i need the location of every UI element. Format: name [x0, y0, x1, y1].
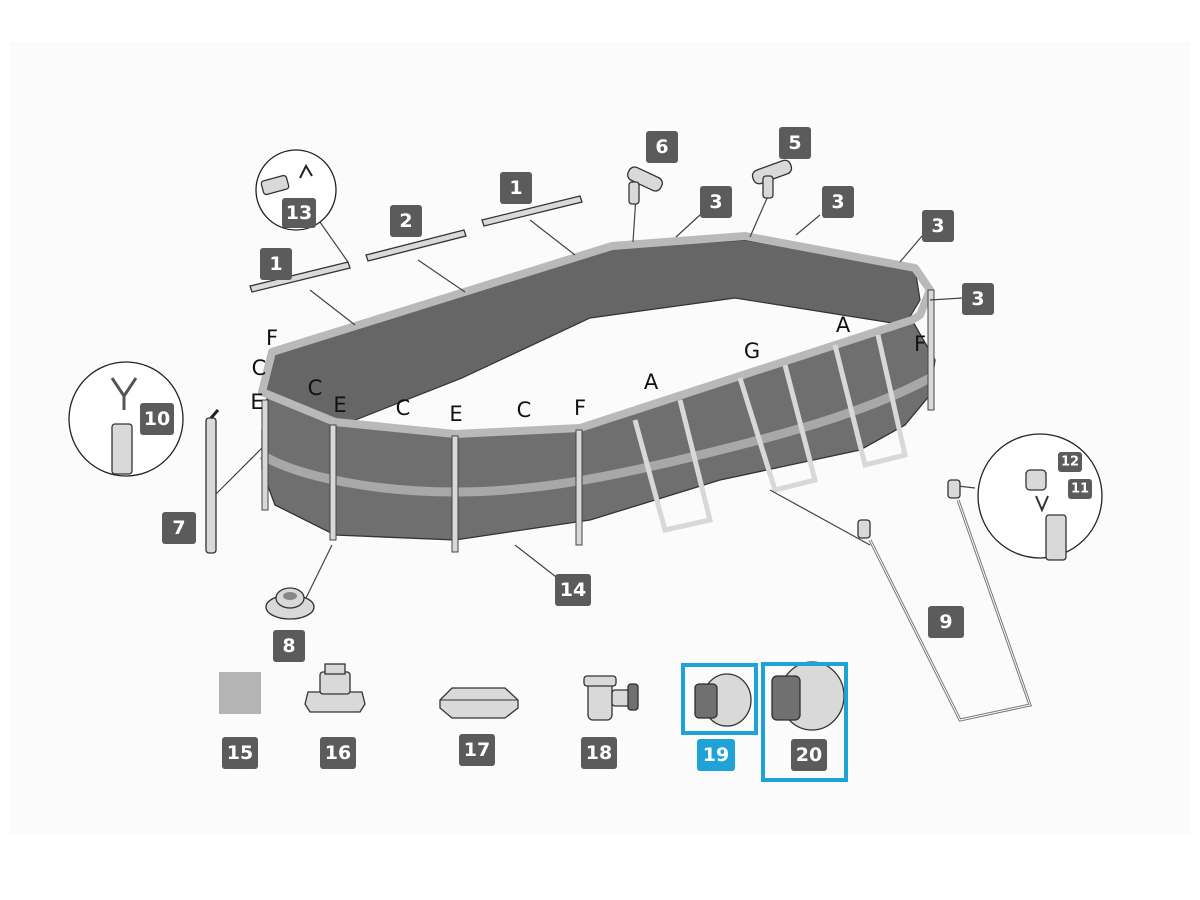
rail-2	[365, 229, 467, 262]
connector-letter-c: C	[252, 356, 267, 380]
part-badge-3: 3	[922, 210, 954, 242]
svg-text:2: 2	[399, 210, 412, 232]
svg-text:3: 3	[831, 191, 844, 213]
connector-letter-f: F	[574, 396, 586, 420]
svg-text:14: 14	[560, 579, 586, 601]
pool-top-rim	[258, 232, 934, 438]
connector-letter-f: F	[266, 326, 278, 350]
hose-9	[857, 479, 1032, 722]
svg-text:12: 12	[1061, 455, 1079, 470]
leg-pole-7	[205, 409, 220, 554]
repair-patch-15	[219, 672, 261, 714]
pool-leg	[927, 289, 935, 411]
part-badge-9: 9	[928, 606, 964, 638]
part-badge-3: 3	[962, 283, 994, 315]
part-badge-17: 17	[459, 734, 495, 766]
svg-text:10: 10	[144, 408, 170, 430]
part-badge-1: 1	[500, 172, 532, 204]
part-badge-10: 10	[140, 403, 174, 435]
part-badge-1: 1	[260, 248, 292, 280]
part-badge-12: 12	[1058, 452, 1082, 472]
part-badge-8: 8	[273, 630, 305, 662]
svg-text:20: 20	[796, 744, 822, 766]
pool-leg	[575, 429, 583, 546]
connector-letter-a: A	[836, 313, 851, 337]
part-badge-5: 5	[779, 127, 811, 159]
svg-text:18: 18	[586, 742, 612, 764]
part-badge-14: 14	[555, 574, 591, 606]
part-badge-3: 3	[822, 186, 854, 218]
rail-1-right	[481, 195, 583, 227]
connector-letter-e: E	[449, 402, 462, 426]
connector-letter-c: C	[308, 376, 323, 400]
connector-letter-e: E	[333, 393, 346, 417]
pool-illustration	[258, 232, 936, 553]
strainer-19	[681, 663, 758, 735]
svg-text:6: 6	[655, 136, 668, 158]
svg-text:5: 5	[788, 132, 801, 154]
connector-letter-c: C	[517, 398, 532, 422]
part-badge-15: 15	[222, 737, 258, 769]
leader-lines	[209, 195, 976, 599]
svg-text:1: 1	[509, 177, 522, 199]
pool-leg	[451, 435, 459, 553]
part-badge-13: 13	[282, 198, 316, 228]
svg-text:1: 1	[269, 253, 282, 275]
part-badge-19: 19	[697, 739, 735, 771]
part-badge-18: 18	[581, 737, 617, 769]
pool-leg	[261, 399, 269, 511]
detail-circle-10	[68, 361, 184, 477]
svg-text:3: 3	[709, 191, 722, 213]
part-badge-11: 11	[1068, 479, 1092, 499]
part-badge-20: 20	[791, 739, 827, 771]
connector-letter-g: G	[744, 339, 760, 363]
svg-text:13: 13	[286, 202, 312, 224]
svg-text:3: 3	[971, 288, 984, 310]
part-badge-7: 7	[162, 512, 196, 544]
strainer-20	[761, 661, 848, 782]
pool-leg	[329, 424, 337, 541]
part-badge-3: 3	[700, 186, 732, 218]
tee-connector-6	[627, 166, 663, 205]
svg-text:9: 9	[939, 611, 952, 633]
svg-text:19: 19	[703, 744, 729, 766]
connector-letter-e: E	[250, 390, 263, 414]
pool-ladder	[632, 334, 908, 533]
hose-adapter-16	[304, 663, 366, 713]
connector-letter-f: F	[914, 332, 926, 356]
svg-text:16: 16	[325, 742, 351, 764]
connector-letter-c: C	[396, 396, 411, 420]
svg-text:3: 3	[931, 215, 944, 237]
svg-text:17: 17	[464, 739, 490, 761]
svg-text:15: 15	[227, 742, 253, 764]
part-badge-6: 6	[646, 131, 678, 163]
svg-text:7: 7	[172, 517, 185, 539]
plunger-valve-18	[583, 675, 639, 721]
svg-text:8: 8	[282, 635, 295, 657]
drain-cap-17	[439, 687, 519, 719]
part-badge-16: 16	[320, 737, 356, 769]
rail-1-left	[249, 261, 351, 293]
tee-connector-5	[751, 159, 793, 199]
connector-letter-a: A	[644, 370, 659, 394]
svg-text:11: 11	[1071, 482, 1089, 497]
leg-cap-8	[265, 587, 315, 620]
part-badge-2: 2	[390, 205, 422, 237]
